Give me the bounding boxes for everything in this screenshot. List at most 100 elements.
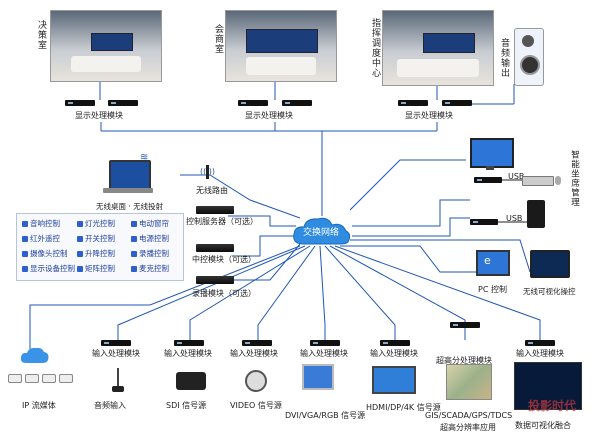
control-panel: 音响控制 灯光控制 电动窗帘红外遥控 开关控制 电源控制摄像头控制 升降控制 录播控制显示设… [16,213,184,281]
control-item-icon [131,250,137,257]
imac-icon [302,364,334,390]
mouse-icon [555,176,561,185]
display-module-box [108,100,138,106]
keyboard-icon [522,176,554,186]
wireless-router-label: 无线路由 [196,186,228,195]
speaker-icon [514,28,544,86]
input-module-label-3: 输入处理模块 [230,349,278,358]
audio-input-label: 音频输入 [94,401,126,410]
display-module-label-3: 显示处理模块 [405,111,453,120]
control-item-label: 显示设备控制 [30,264,75,273]
input-module-box [174,340,204,346]
control-item-label: 开关控制 [85,234,115,243]
ultra-app-label: 超高分辨率应用 [440,423,496,432]
microphone-icon [112,368,124,394]
router-icon: (( )) [200,165,216,181]
display-module-box [65,100,95,106]
gis-label: GIS/SCADA/GPS/TDCS [425,411,513,420]
data-dashboard-image [514,362,582,410]
recording-rack [196,276,234,284]
control-item: 升降控制 [77,250,115,258]
control-item-label: 摄像头控制 [30,249,68,258]
control-item: 麦克控制 [131,265,169,273]
control-item-icon [22,220,28,227]
sdi-label: SDI 信号源 [166,401,207,410]
input-module-box [380,340,410,346]
control-item-label: 灯光控制 [85,219,115,228]
input-module-label-6: 输入处理模块 [516,349,564,358]
tablet-icon [530,250,570,278]
control-item-icon [77,235,83,242]
cloud-icon [293,217,351,245]
recording-label: 录播模块（可选） [192,289,256,298]
control-item-label: 录播控制 [139,249,169,258]
control-item: 电源控制 [131,235,169,243]
control-item-icon [77,265,83,272]
ip-cloud-icon [20,347,49,363]
central-control-rack [196,244,234,252]
control-item: 开关控制 [77,235,115,243]
decision-room-label: 决策室 [36,20,46,50]
display-module-box [442,100,472,106]
sdi-camera-icon [176,372,206,390]
input-module-box [101,340,131,346]
input-module-label-1: 输入处理模块 [92,349,140,358]
meeting-room-image [225,10,337,82]
control-server-label: 控制服务器（可选） [186,217,258,226]
camera-icon-row [8,372,73,384]
meeting-room-label: 会商室 [213,24,223,54]
desktop-pc-icon [372,366,416,394]
control-item: 矩阵控制 [77,265,115,273]
control-item-icon [22,250,28,257]
control-item: 录播控制 [131,250,169,258]
pc-control-label: PC 控制 [478,285,507,294]
audio-output-label: 音频输出 [499,38,509,78]
input-module-box [242,340,272,346]
display-module-box [238,100,268,106]
seat-box [474,177,502,183]
monitor-icon [470,138,514,172]
control-item: 显示设备控制 [22,265,75,273]
pc-tower-icon [527,200,545,228]
watermark: 投影时代 [528,399,577,413]
control-item: 电动窗帘 [131,220,169,228]
control-item-icon [131,220,137,227]
control-item-label: 电源控制 [139,234,169,243]
usb-label-1: USB [508,172,525,181]
command-center-image [382,10,494,86]
control-item-icon [77,220,83,227]
ultra-module-box [450,322,480,328]
control-item: 灯光控制 [77,220,115,228]
display-module-label-2: 显示处理模块 [245,111,293,120]
dvi-label: DVI/VGA/RGB 信号源 [285,411,366,420]
ultra-module-label: 超高分处理模块 [436,356,492,365]
control-item: 音响控制 [22,220,60,228]
pc-control-icon: e [476,250,510,280]
seat-box [470,219,498,225]
dome-camera-icon [245,370,267,392]
input-module-label-5: 输入处理模块 [370,349,418,358]
map-image [446,364,492,400]
control-item-icon [131,235,137,242]
control-item-label: 麦克控制 [139,264,169,273]
usb-label-2: USB [506,214,523,223]
control-item-label: 升降控制 [85,249,115,258]
video-label: VIDEO 信号源 [230,401,282,410]
decision-room-image [50,10,162,82]
control-item-label: 红外遥控 [30,234,60,243]
wireless-visual-label: 无线可视化操控 [523,287,576,296]
input-module-label-4: 输入处理模块 [300,349,348,358]
control-item-icon [77,250,83,257]
control-item-label: 电动窗帘 [139,219,169,228]
control-item: 红外遥控 [22,235,60,243]
switch-network-label: 交换网络 [303,228,340,238]
control-item-label: 音响控制 [30,219,60,228]
input-module-box [310,340,340,346]
display-module-box [282,100,312,106]
command-center-label: 指挥调度中心 [370,18,380,78]
input-module-label-2: 输入处理模块 [164,349,212,358]
wifi-icon: ≋ [140,152,149,163]
control-server-rack [196,206,234,214]
